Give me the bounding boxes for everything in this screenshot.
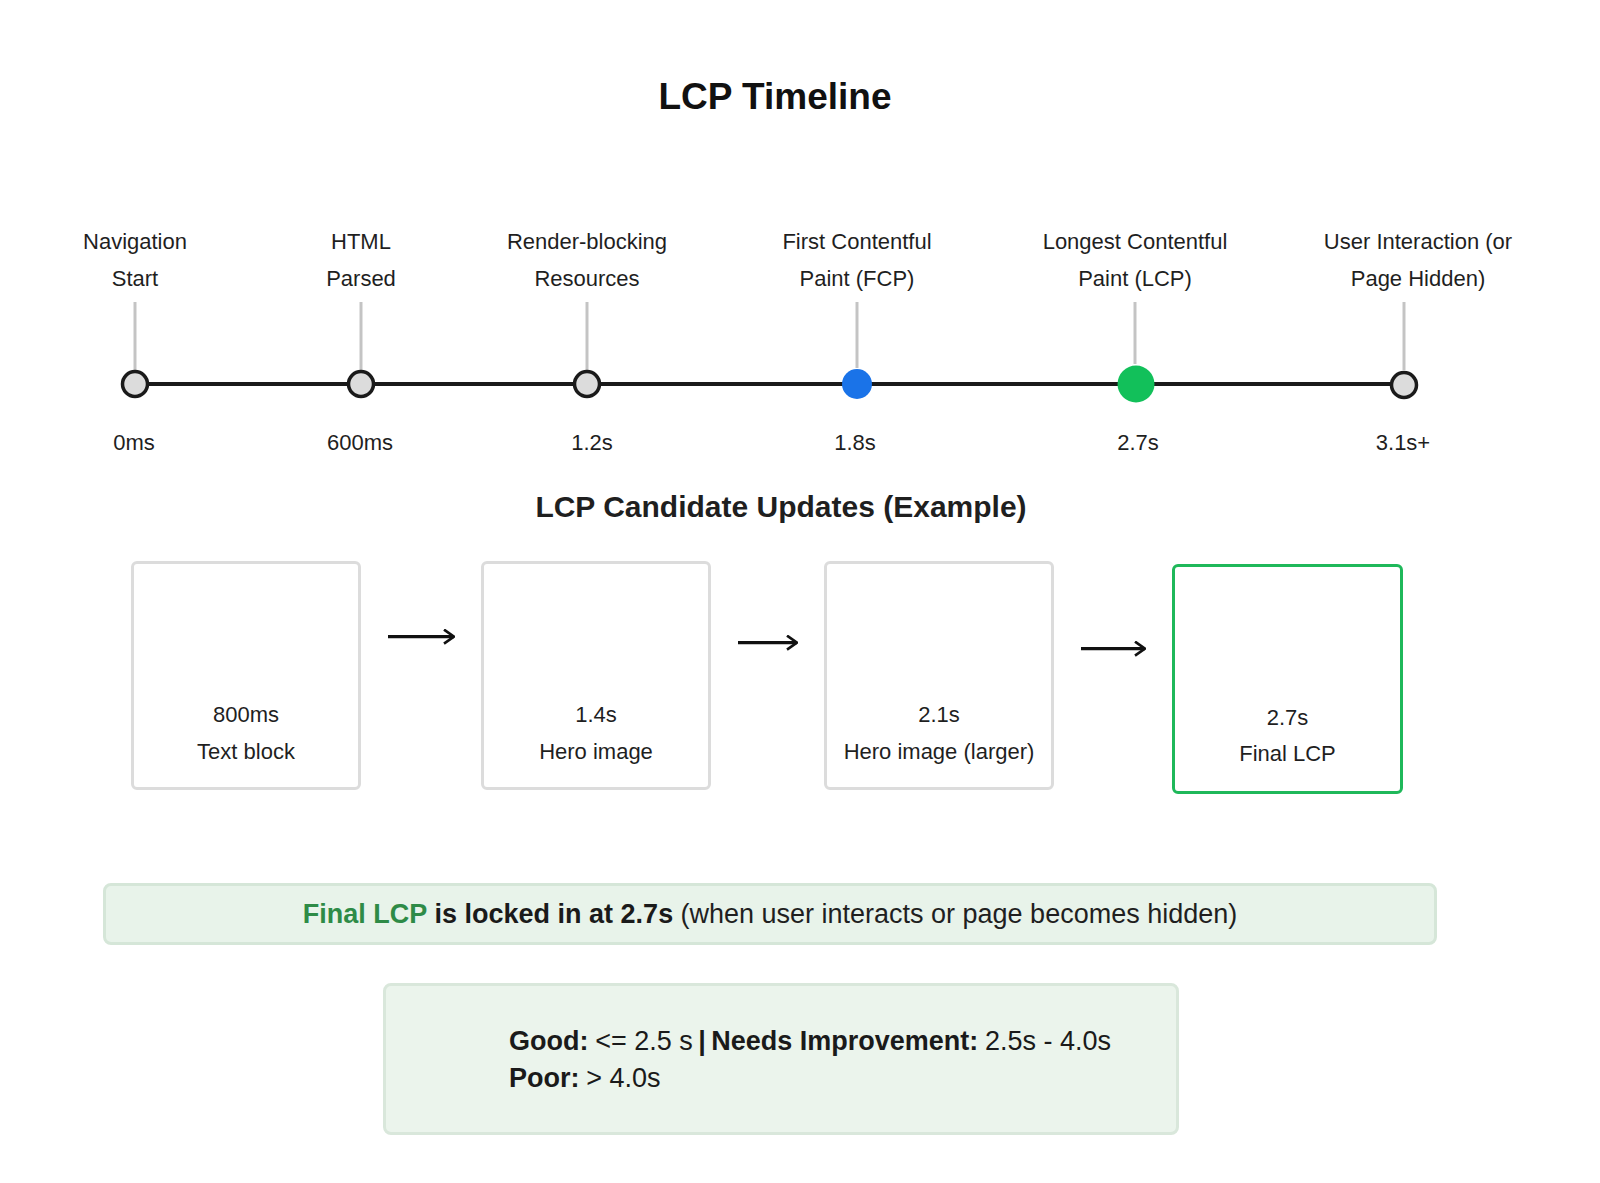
fcp-marker xyxy=(842,369,872,399)
threshold-value: <= 2.5 s xyxy=(595,1026,693,1056)
time-label: 2.7s xyxy=(1117,424,1159,461)
time-label: 1.2s xyxy=(571,424,613,461)
flow-arrow xyxy=(388,635,454,638)
time-label: 600ms xyxy=(327,424,393,461)
candidate-box: 2.1sHero image (larger) xyxy=(824,561,1054,790)
time-label: 3.1s+ xyxy=(1376,424,1430,461)
time-value: 2.7s xyxy=(1175,699,1400,736)
candidate-box: 800msText block xyxy=(131,561,361,790)
threshold-name: Needs Improvement: xyxy=(711,1026,978,1056)
candidate-name: Hero image (larger) xyxy=(827,733,1051,770)
candidate-name: Hero image xyxy=(484,733,708,770)
timeline xyxy=(123,302,1417,403)
timeline-ticks xyxy=(135,302,1404,370)
lcp-marker xyxy=(1118,366,1155,403)
event-label: Longest Contentful Paint (LCP) xyxy=(1028,223,1243,297)
event-label: Navigation Start xyxy=(70,223,200,297)
time-value: 1.4s xyxy=(484,696,708,733)
threshold-tip: Good:<= 2.5 s|Needs Improvement:2.5s - 4… xyxy=(383,983,1179,1135)
event-label: First Contentful Paint (FCP) xyxy=(757,223,957,297)
timeline-markers xyxy=(123,372,1417,398)
time-label: 0ms xyxy=(113,424,155,461)
threshold-name: Good: xyxy=(509,1026,588,1056)
threshold-text: Good:<= 2.5 s|Needs Improvement:2.5s - 4… xyxy=(509,1023,1111,1097)
flow-arrow xyxy=(738,641,797,644)
time-value: 800ms xyxy=(134,696,358,733)
lock-in-banner: Final LCPis locked in at 2.7s(when user … xyxy=(103,883,1437,945)
candidate-name: Text block xyxy=(134,733,358,770)
threshold-line: Poor:> 4.0s xyxy=(509,1060,1111,1097)
threshold-value: 2.5s - 4.0s xyxy=(985,1026,1111,1056)
time-label: 1.8s xyxy=(834,424,876,461)
event-label: Render-blocking Resources xyxy=(482,223,692,297)
timeline-axis xyxy=(135,382,1403,386)
threshold-line: Good:<= 2.5 s|Needs Improvement:2.5s - 4… xyxy=(509,1023,1111,1060)
candidate-name: Final LCP xyxy=(1175,735,1400,772)
note-text: (when user interacts or page becomes hid… xyxy=(680,899,1237,929)
banner-line: Final LCPis locked in at 2.7s(when user … xyxy=(303,899,1238,930)
threshold-name: Poor: xyxy=(509,1063,580,1093)
threshold-value: > 4.0s xyxy=(586,1063,660,1093)
highlight-text: Final LCP xyxy=(303,899,428,929)
final-lcp-box: 2.7sFinal LCP xyxy=(1172,564,1403,794)
time-value: 2.1s xyxy=(827,696,1051,733)
section-heading: LCP Candidate Updates (Example) xyxy=(535,488,1026,525)
event-label: User Interaction (or Page Hidden) xyxy=(1323,223,1513,297)
diagram-title: LCP Timeline xyxy=(658,76,891,118)
threshold-name: | xyxy=(698,1026,706,1056)
bold-text: is locked in at 2.7s xyxy=(435,899,674,929)
flow-arrow xyxy=(1081,647,1145,650)
event-label: HTML Parsed xyxy=(306,223,416,297)
candidate-box: 1.4sHero image xyxy=(481,561,711,790)
